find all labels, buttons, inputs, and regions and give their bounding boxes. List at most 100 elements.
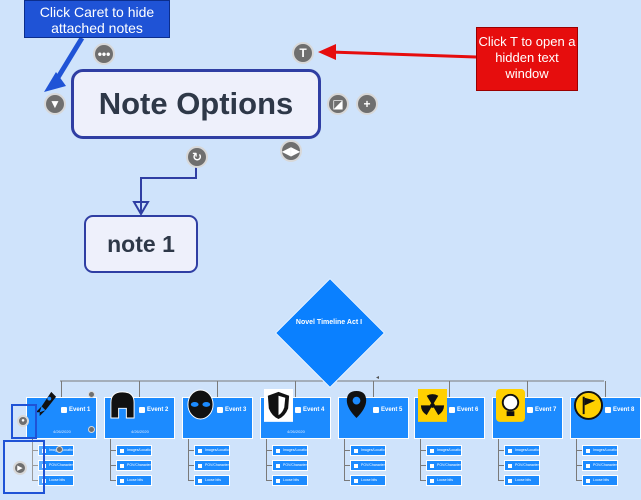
sub-connector: [576, 450, 582, 451]
sub-item-checkbox[interactable]: [430, 449, 434, 453]
event-checkbox[interactable]: [295, 407, 301, 413]
sub-item[interactable]: Loose bits: [272, 475, 308, 486]
event-checkbox[interactable]: [373, 407, 379, 413]
sub-item[interactable]: Loose bits: [194, 475, 230, 486]
more-icon[interactable]: •••: [93, 43, 115, 65]
sub-item-checkbox[interactable]: [354, 464, 358, 468]
sub-connector: [344, 480, 350, 481]
sub-item[interactable]: Images/Location: [582, 445, 618, 456]
play-icon[interactable]: ●: [17, 415, 29, 427]
event-card[interactable]: Event 8: [570, 390, 641, 439]
collapse-icon[interactable]: ◂: [376, 375, 380, 381]
event-checkbox[interactable]: [605, 407, 611, 413]
sub-connector: [576, 465, 582, 466]
sub-item[interactable]: POV/Characters: [272, 460, 308, 471]
sub-item-label: Loose bits: [127, 478, 143, 482]
event-card[interactable]: Event 2 4/26/2020: [104, 391, 175, 439]
refresh-icon[interactable]: ↻: [186, 146, 208, 168]
sub-item[interactable]: Images/Location: [504, 445, 540, 456]
event-checkbox[interactable]: [139, 407, 145, 413]
sub-item[interactable]: POV/Characters: [426, 460, 462, 471]
sub-item-checkbox[interactable]: [198, 464, 202, 468]
node-handle-icon[interactable]: [88, 426, 95, 433]
event-title: Event 1: [69, 407, 91, 413]
text-icon[interactable]: T: [292, 42, 314, 64]
sub-item[interactable]: Images/Location: [272, 445, 308, 456]
sub-item-checkbox[interactable]: [586, 464, 590, 468]
sub-item[interactable]: POV/Characters: [194, 460, 230, 471]
sub-connector: [420, 465, 426, 466]
sub-item[interactable]: Loose bits: [350, 475, 386, 486]
selection-box-top[interactable]: ●: [11, 404, 37, 439]
caret-callout: Click Caret to hide attached notes: [24, 0, 170, 38]
event-card[interactable]: Event 6: [414, 389, 485, 439]
sub-item[interactable]: Images/Location: [194, 445, 230, 456]
sub-item[interactable]: Loose bits: [426, 475, 462, 486]
sub-item-checkbox[interactable]: [276, 479, 280, 483]
event-card[interactable]: Event 5: [338, 390, 409, 439]
sub-item[interactable]: POV/Characters: [582, 460, 618, 471]
sub-item-checkbox[interactable]: [354, 479, 358, 483]
sub-item[interactable]: POV/Characters: [350, 460, 386, 471]
event-checkbox[interactable]: [527, 407, 533, 413]
sub-item-checkbox[interactable]: [430, 464, 434, 468]
event-card[interactable]: Event 3: [182, 389, 253, 439]
sub-item-label: Loose bits: [283, 478, 299, 482]
sub-item-checkbox[interactable]: [508, 479, 512, 483]
sub-item-label: Loose bits: [205, 478, 221, 482]
timeline-connector: [449, 381, 450, 397]
sub-item-checkbox[interactable]: [276, 449, 280, 453]
sub-connector: [188, 480, 194, 481]
left-right-icon[interactable]: ◀▶: [280, 140, 302, 162]
sub-connector: [498, 450, 504, 451]
sub-item-label: Loose bits: [593, 478, 609, 482]
sub-item[interactable]: Loose bits: [504, 475, 540, 486]
sub-item-checkbox[interactable]: [276, 464, 280, 468]
helmet-icon: [108, 389, 137, 422]
event-title: Event 2: [147, 407, 169, 413]
event-checkbox[interactable]: [217, 407, 223, 413]
sub-connector: [576, 480, 582, 481]
sub-item[interactable]: POV/Characters: [504, 460, 540, 471]
event-date: 4/26/2020: [131, 429, 149, 434]
sub-connector: [110, 450, 116, 451]
node-handle-icon[interactable]: [56, 446, 63, 453]
sub-item-checkbox[interactable]: [198, 449, 202, 453]
sub-item-label: Images/Location: [593, 448, 618, 452]
sub-item-checkbox[interactable]: [586, 479, 590, 483]
node-handle-icon[interactable]: [88, 391, 95, 398]
sub-item[interactable]: POV/Characters: [116, 460, 152, 471]
sub-item[interactable]: Images/Location: [350, 445, 386, 456]
add-icon[interactable]: +: [356, 93, 378, 115]
event-card[interactable]: Event 7: [492, 389, 563, 439]
expand-icon[interactable]: ◪: [327, 93, 349, 115]
sub-item-checkbox[interactable]: [120, 479, 124, 483]
sub-item[interactable]: Images/Location: [426, 445, 462, 456]
sub-item-checkbox[interactable]: [354, 449, 358, 453]
event-checkbox[interactable]: [449, 407, 455, 413]
event-title: Event 5: [381, 407, 403, 413]
sub-item-checkbox[interactable]: [198, 479, 202, 483]
sub-item[interactable]: Loose bits: [582, 475, 618, 486]
sub-connector: [420, 439, 421, 480]
sub-item-checkbox[interactable]: [508, 449, 512, 453]
main-note-node[interactable]: Note Options: [71, 69, 321, 139]
sub-item-checkbox[interactable]: [120, 449, 124, 453]
sub-item-checkbox[interactable]: [120, 464, 124, 468]
selection-box-bottom[interactable]: ▶: [3, 440, 45, 494]
caret-down-icon[interactable]: ▼: [44, 93, 66, 115]
text-window-callout: Click T to open a hidden text window: [476, 27, 578, 91]
sub-connector: [32, 450, 38, 451]
sub-connector: [266, 480, 272, 481]
event-checkbox[interactable]: [61, 407, 67, 413]
sub-item-checkbox[interactable]: [508, 464, 512, 468]
timeline-connector: [373, 381, 374, 397]
sub-item-checkbox[interactable]: [586, 449, 590, 453]
sub-item[interactable]: Loose bits: [116, 475, 152, 486]
play-icon[interactable]: ▶: [13, 461, 27, 475]
child-note-node[interactable]: note 1: [84, 215, 198, 273]
sub-item[interactable]: Images/Location: [116, 445, 152, 456]
sub-item-checkbox[interactable]: [430, 479, 434, 483]
